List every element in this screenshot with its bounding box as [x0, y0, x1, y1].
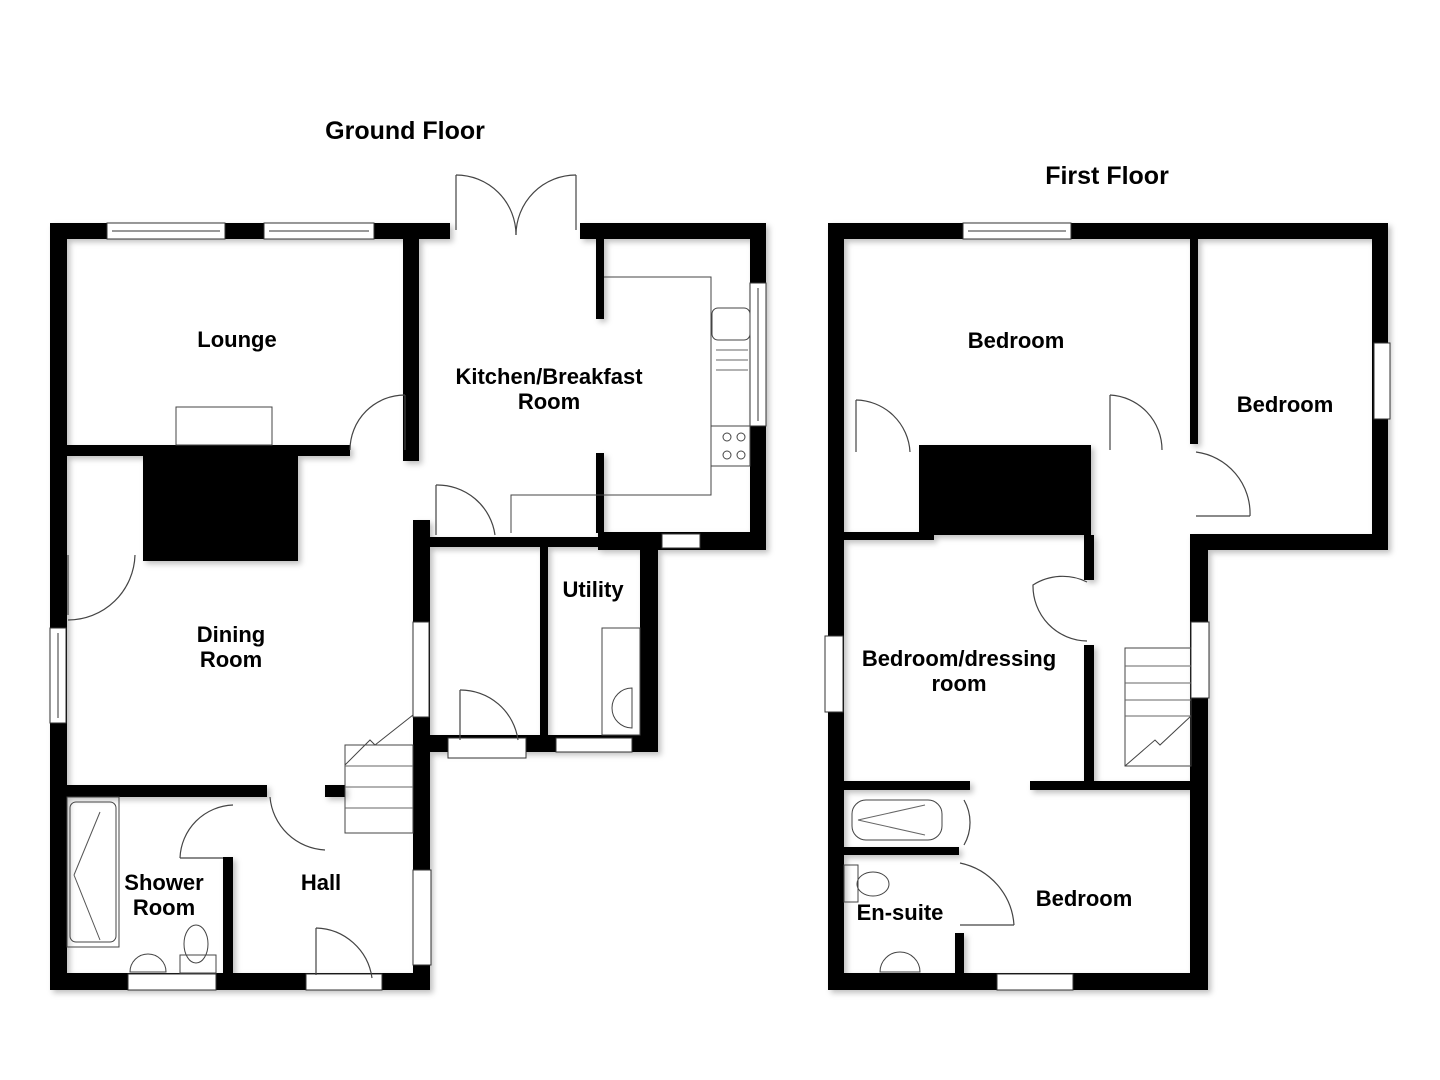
room-label-line: Bedroom	[967, 328, 1065, 353]
room-label-line: Room	[132, 895, 196, 920]
room-label-line: Lounge	[197, 327, 277, 352]
first-floor-fixtures	[843, 647, 1192, 973]
room-label-bedroom-2: Bedroom	[1237, 392, 1334, 417]
room-label-en-suite: En-suite	[857, 900, 944, 925]
room-label-line: Bedroom	[1236, 392, 1334, 417]
room-label-line: Utility	[562, 577, 624, 602]
first-floor-windows	[824, 222, 1391, 991]
room-label-dining: Dining Room	[197, 622, 265, 672]
room-label-hall: Hall	[301, 870, 341, 895]
room-label-line: Bedroom/dressing	[861, 646, 1057, 671]
room-label-shower-room: Shower Room	[124, 870, 203, 920]
ground-floor-fixtures	[66, 276, 751, 974]
room-label-line: Room	[517, 389, 581, 414]
room-label-bedroom-1: Bedroom	[968, 328, 1065, 353]
first-floor-walls	[828, 223, 1388, 990]
room-label-line: Kitchen/Breakfast	[455, 364, 643, 389]
room-label-bedroom-3: Bedroom	[1036, 886, 1133, 911]
ground-floor-windows	[49, 222, 767, 991]
room-label-line: Dining	[196, 622, 266, 647]
room-label-kitchen: Kitchen/Breakfast Room	[455, 364, 642, 414]
room-label-line: Hall	[300, 870, 342, 895]
ground-floor-doors	[67, 174, 577, 979]
first-floor-title: First Floor	[1045, 162, 1169, 190]
room-label-line: En-suite	[856, 900, 944, 925]
room-label-line: Room	[199, 647, 263, 672]
room-label-line: room	[931, 671, 987, 696]
room-label-bedroom-dressing: Bedroom/dressing room	[862, 646, 1056, 696]
room-label-utility: Utility	[562, 577, 623, 602]
room-label-line: Bedroom	[1035, 886, 1133, 911]
ground-floor-title: Ground Floor	[325, 117, 485, 145]
first-floor-doors	[855, 394, 1251, 926]
room-label-lounge: Lounge	[197, 327, 276, 352]
room-label-line: Shower	[124, 870, 204, 895]
